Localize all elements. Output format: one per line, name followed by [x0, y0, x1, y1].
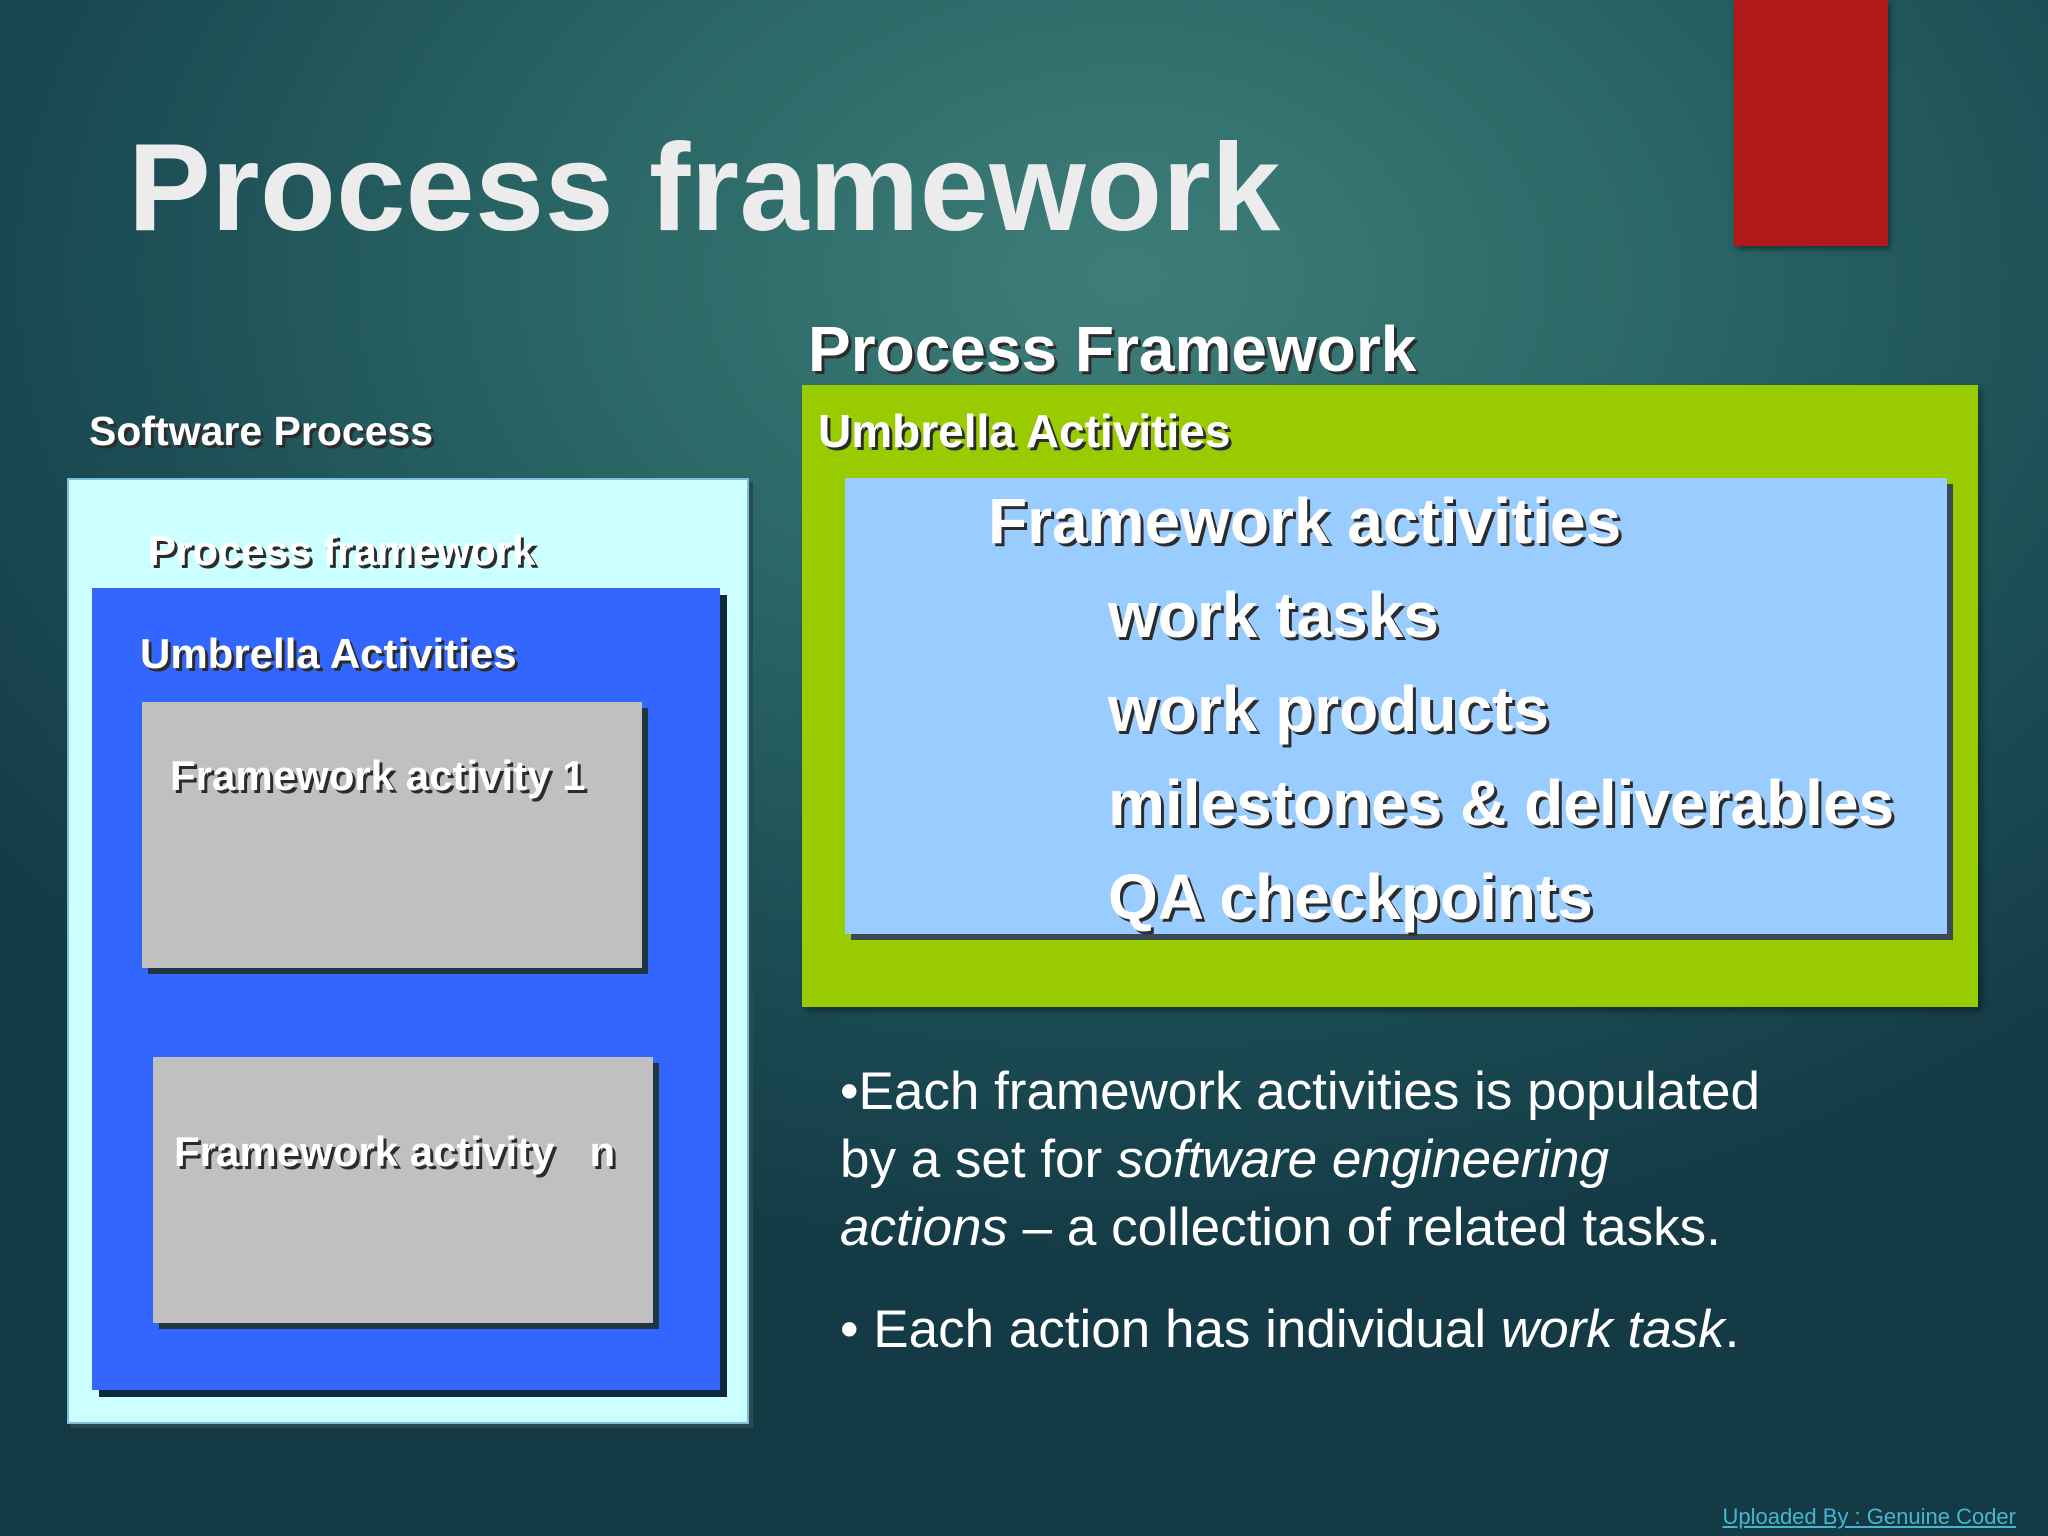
- bullet-1-line-2-text: by a set for: [840, 1130, 1117, 1189]
- framework-item-work-products: work products: [1108, 673, 1549, 745]
- umbrella-activities-right-label: Umbrella Activities: [818, 405, 1231, 457]
- process-framework-heading: Process Framework: [808, 313, 1417, 385]
- slide-title: Process framework: [128, 119, 1281, 257]
- bullet-2-text: • Each action has individual: [840, 1300, 1501, 1359]
- framework-activities-box: [845, 478, 1947, 934]
- bullet-1-emphasis-2: actions: [840, 1198, 1008, 1257]
- framework-activity-box-1: [142, 702, 642, 968]
- framework-activity-label-1: Framework activity 1: [170, 752, 586, 799]
- framework-activity-label-n: Framework activity n: [174, 1128, 616, 1175]
- bullet-1-line-1: •Each framework activities is populated: [840, 1062, 1760, 1121]
- bullet-2-emphasis: work task: [1500, 1300, 1725, 1359]
- umbrella-activities-label: Umbrella Activities: [140, 630, 517, 677]
- red-accent-tab: [1734, 0, 1888, 246]
- framework-item-milestones: milestones & deliverables: [1108, 767, 1895, 839]
- process-framework-label: Process framework: [148, 527, 536, 574]
- bullet-1-emphasis-1: software engineering: [1116, 1130, 1609, 1189]
- framework-item-qa-checkpoints: QA checkpoints: [1108, 861, 1593, 933]
- bullet-2: • Each action has individual work task.: [840, 1296, 1960, 1364]
- uploader-credit-link[interactable]: Uploaded By : Genuine Coder: [1722, 1504, 2016, 1529]
- bullet-1-line-2: by a set for software engineering: [840, 1126, 1960, 1194]
- software-process-label: Software Process: [89, 408, 434, 454]
- bullet-1-line-3: actions – a collection of related tasks.: [840, 1194, 1960, 1262]
- framework-item-work-tasks: work tasks: [1108, 579, 1439, 651]
- bullet-1-line-3-text: – a collection of related tasks.: [1007, 1198, 1721, 1257]
- framework-activity-box-n: [153, 1057, 653, 1323]
- bullet-2-end: .: [1724, 1300, 1740, 1359]
- bullet-text-block: •Each framework activities is populated …: [840, 1058, 1960, 1364]
- framework-activities-label: Framework activities: [988, 485, 1622, 557]
